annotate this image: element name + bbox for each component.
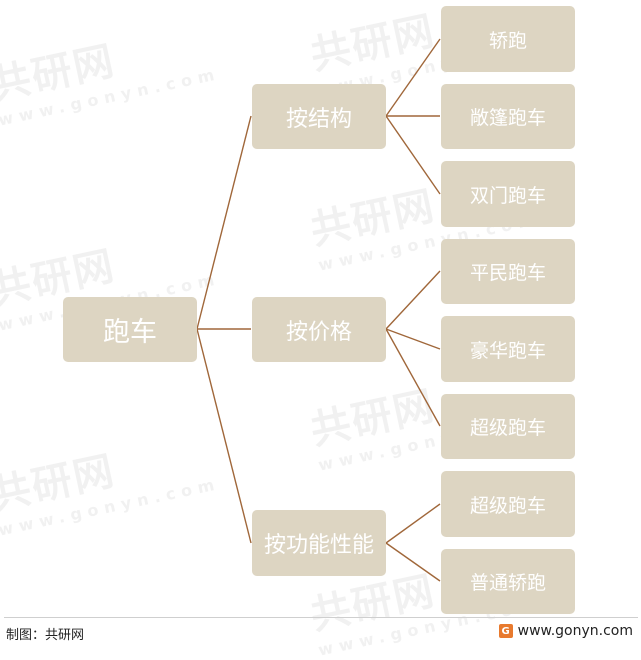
root-node: 跑车 bbox=[63, 297, 197, 362]
gonyn-logo-icon: G bbox=[498, 624, 513, 638]
connector-root-function bbox=[196, 328, 252, 544]
leaf-node: 轿跑 bbox=[441, 6, 575, 72]
leaf-node: 超级跑车 bbox=[441, 471, 575, 537]
connector-structure-leaf bbox=[385, 115, 441, 195]
connector-price-leaf bbox=[385, 328, 441, 427]
connector-root-structure bbox=[196, 115, 252, 330]
leaf-node: 平民跑车 bbox=[441, 239, 575, 304]
connector-price-leaf bbox=[385, 270, 441, 330]
branch-node-price: 按价格 bbox=[252, 297, 386, 362]
connector-structure-leaf bbox=[385, 38, 441, 117]
connector-function-leaf bbox=[385, 503, 441, 544]
footer-source: 制图：共研网 bbox=[6, 628, 85, 643]
connector-lines bbox=[196, 38, 441, 582]
leaf-node: 敞篷跑车 bbox=[441, 84, 575, 149]
leaf-node: 超级跑车 bbox=[441, 394, 575, 459]
leaf-node: 普通轿跑 bbox=[441, 549, 575, 614]
footer-brand: G www.gonyn.com bbox=[498, 623, 633, 639]
leaf-node: 豪华跑车 bbox=[441, 316, 575, 382]
connector-function-leaf bbox=[385, 542, 441, 582]
footer-url[interactable]: www.gonyn.com bbox=[517, 623, 633, 639]
connector-price-leaf bbox=[385, 328, 441, 350]
branch-node-structure: 按结构 bbox=[252, 84, 386, 149]
branch-node-function: 按功能性能 bbox=[252, 510, 386, 576]
leaf-node: 双门跑车 bbox=[441, 161, 575, 227]
footer-divider bbox=[4, 617, 638, 618]
